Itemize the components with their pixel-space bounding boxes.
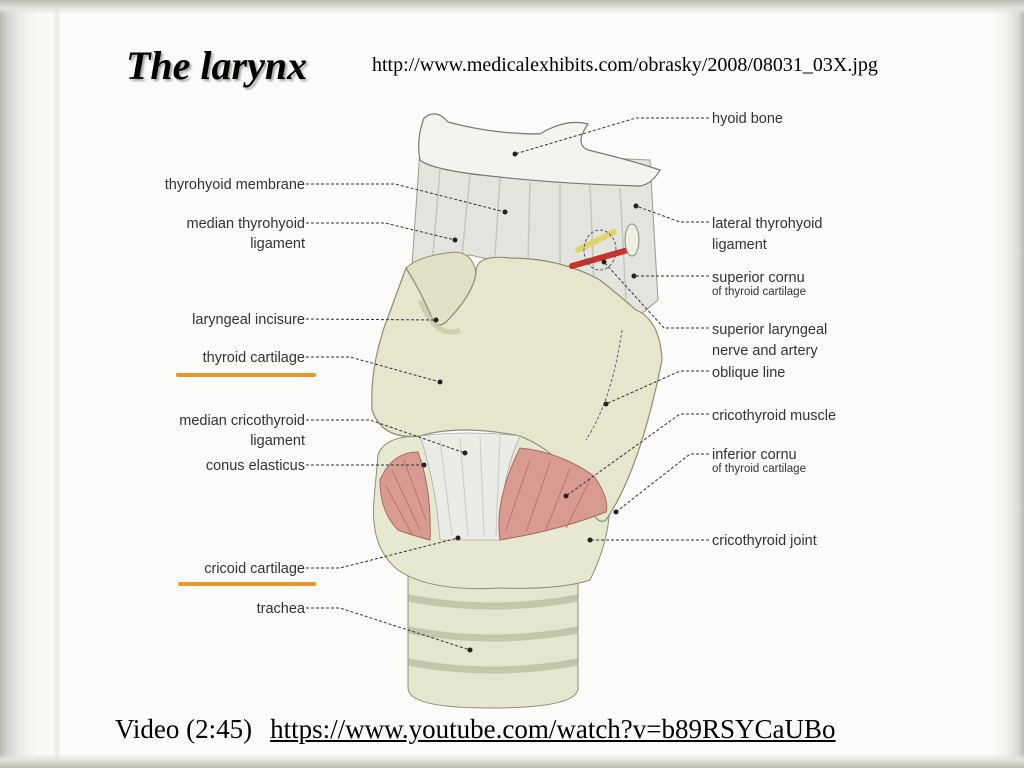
label-thyrohyoid-membrane: thyrohyoid membrane xyxy=(165,177,305,193)
label-thyroid-cartilage: thyroid cartilage xyxy=(203,350,305,366)
leader-lines-right xyxy=(512,117,709,543)
label-hyoid-bone: hyoid bone xyxy=(712,111,783,127)
label-oblique-line: oblique line xyxy=(712,365,785,381)
label-cricothyroid-joint: cricothyroid joint xyxy=(712,533,817,549)
label-conus-elasticus: conus elasticus xyxy=(206,458,305,474)
page-edge-top xyxy=(0,0,1024,14)
label-lateral-thyrohyoid-line2: ligament xyxy=(712,237,767,253)
page-edge-bottom xyxy=(0,754,1024,768)
cricothyroid-muscle-illustration xyxy=(379,447,608,541)
label-superior-laryngeal-line1: superior laryngeal xyxy=(712,322,827,338)
label-cricoid-cartilage: cricoid cartilage xyxy=(204,561,305,577)
slide-title: The larynx xyxy=(126,43,308,88)
page-edge-right xyxy=(994,0,1024,768)
label-laryngeal-incisure: laryngeal incisure xyxy=(192,312,305,328)
label-inferior-cornu-sub: of thyroid cartilage xyxy=(712,463,806,475)
label-lateral-thyrohyoid-line1: lateral thyrohyoid xyxy=(712,216,822,232)
label-superior-cornu: superior cornu xyxy=(712,270,805,286)
label-cricothyroid-muscle: cricothyroid muscle xyxy=(712,408,836,424)
page-binding-left xyxy=(0,0,60,768)
superior-laryngeal-nerve-artery-illustration xyxy=(569,223,640,271)
cricothyroid-ligament-illustration xyxy=(419,432,521,541)
trachea-illustration xyxy=(407,561,579,709)
label-median-cricothyroid-line2: ligament xyxy=(250,433,305,449)
label-superior-laryngeal-line2: nerve and artery xyxy=(712,343,818,359)
label-median-cricothyroid-line1: median cricothyroid xyxy=(179,413,305,429)
hyoid-bone-illustration xyxy=(418,113,661,187)
source-url: http://www.medicalexhibits.com/obrasky/2… xyxy=(372,54,878,76)
label-inferior-cornu: inferior cornu xyxy=(712,447,797,463)
leader-lines-left xyxy=(305,183,508,653)
video-label: Video (2:45) xyxy=(115,714,253,744)
thyroid-cartilage-illustration xyxy=(371,251,663,522)
label-median-thyrohyoid-line1: median thyrohyoid xyxy=(187,216,306,232)
label-median-thyrohyoid-line2: ligament xyxy=(250,236,305,252)
label-superior-cornu-sub: of thyroid cartilage xyxy=(712,286,806,298)
video-footer: Video (2:45) https://www.youtube.com/watc… xyxy=(115,714,836,745)
video-link[interactable]: https://www.youtube.com/watch?v=b89RSYCa… xyxy=(270,714,836,744)
label-trachea: trachea xyxy=(257,601,306,617)
